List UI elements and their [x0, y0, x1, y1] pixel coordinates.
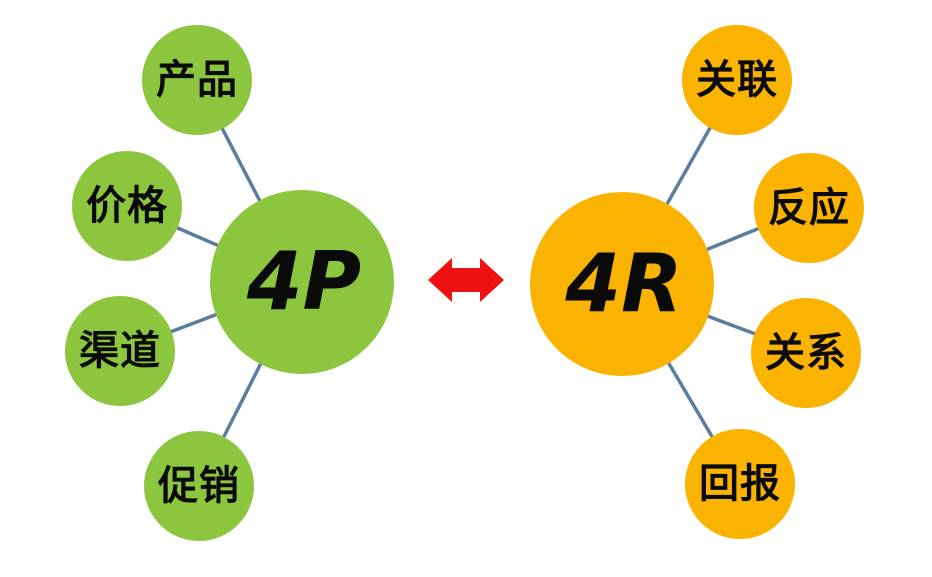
node-label: 回报 — [699, 461, 781, 507]
hub-4r: 4R — [530, 192, 714, 376]
node-product: 产品 — [142, 25, 252, 135]
node-label: 渠道 — [79, 328, 161, 374]
node-association: 关联 — [682, 25, 792, 135]
hub-4p: 4P — [210, 190, 394, 374]
node-label: 促销 — [158, 463, 240, 509]
node-label: 反应 — [768, 185, 850, 231]
node-label: 关系 — [765, 330, 847, 376]
node-label: 关联 — [696, 57, 778, 103]
node-channel: 渠道 — [65, 296, 175, 406]
node-relationship: 关系 — [751, 298, 861, 408]
node-promotion: 促销 — [144, 431, 254, 541]
node-label: 产品 — [156, 57, 238, 103]
hub-label: 4R — [565, 237, 683, 330]
node-reaction: 反应 — [754, 153, 864, 263]
node-label: 价格 — [86, 183, 168, 229]
hub-label: 4P — [246, 235, 362, 328]
double-arrow-icon — [428, 258, 504, 302]
node-price: 价格 — [72, 151, 182, 261]
node-return: 回报 — [685, 429, 795, 539]
